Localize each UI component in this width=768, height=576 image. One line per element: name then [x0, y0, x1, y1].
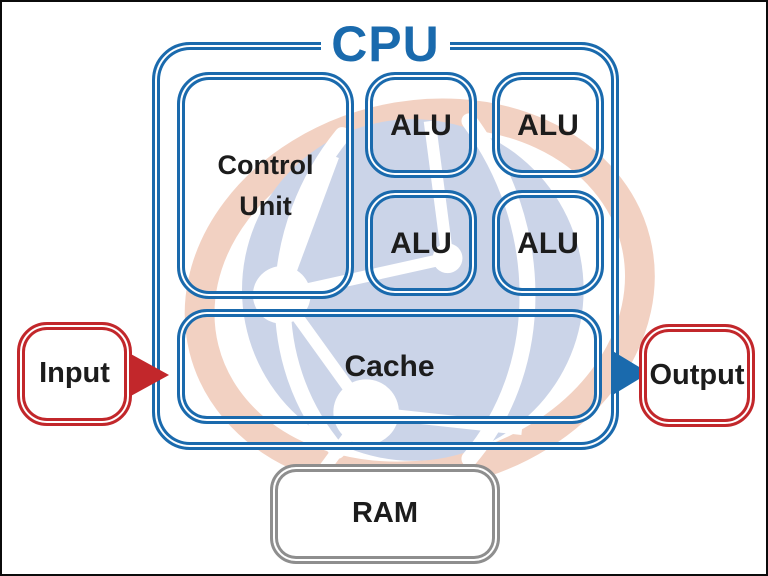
alu-block-2: ALU — [492, 72, 604, 178]
output-block: Output — [639, 324, 755, 427]
alu-label: ALU — [517, 226, 579, 260]
cache-block: Cache — [177, 309, 602, 424]
alu-label: ALU — [390, 108, 452, 142]
alu-label: ALU — [390, 226, 452, 260]
output-label: Output — [649, 358, 745, 391]
cache-label: Cache — [344, 350, 435, 383]
control-unit-block: Control Unit — [177, 72, 354, 299]
alu-label: ALU — [517, 108, 579, 142]
input-block: Input — [17, 322, 132, 426]
ram-block: RAM — [270, 464, 500, 564]
alu-block-4: ALU — [492, 190, 604, 296]
input-label: Input — [39, 357, 110, 390]
alu-block-1: ALU — [365, 72, 477, 178]
ram-label: RAM — [351, 497, 419, 530]
input-arrow-icon — [129, 353, 169, 397]
control-unit-label: Control Unit — [217, 150, 314, 221]
alu-block-3: ALU — [365, 190, 477, 296]
